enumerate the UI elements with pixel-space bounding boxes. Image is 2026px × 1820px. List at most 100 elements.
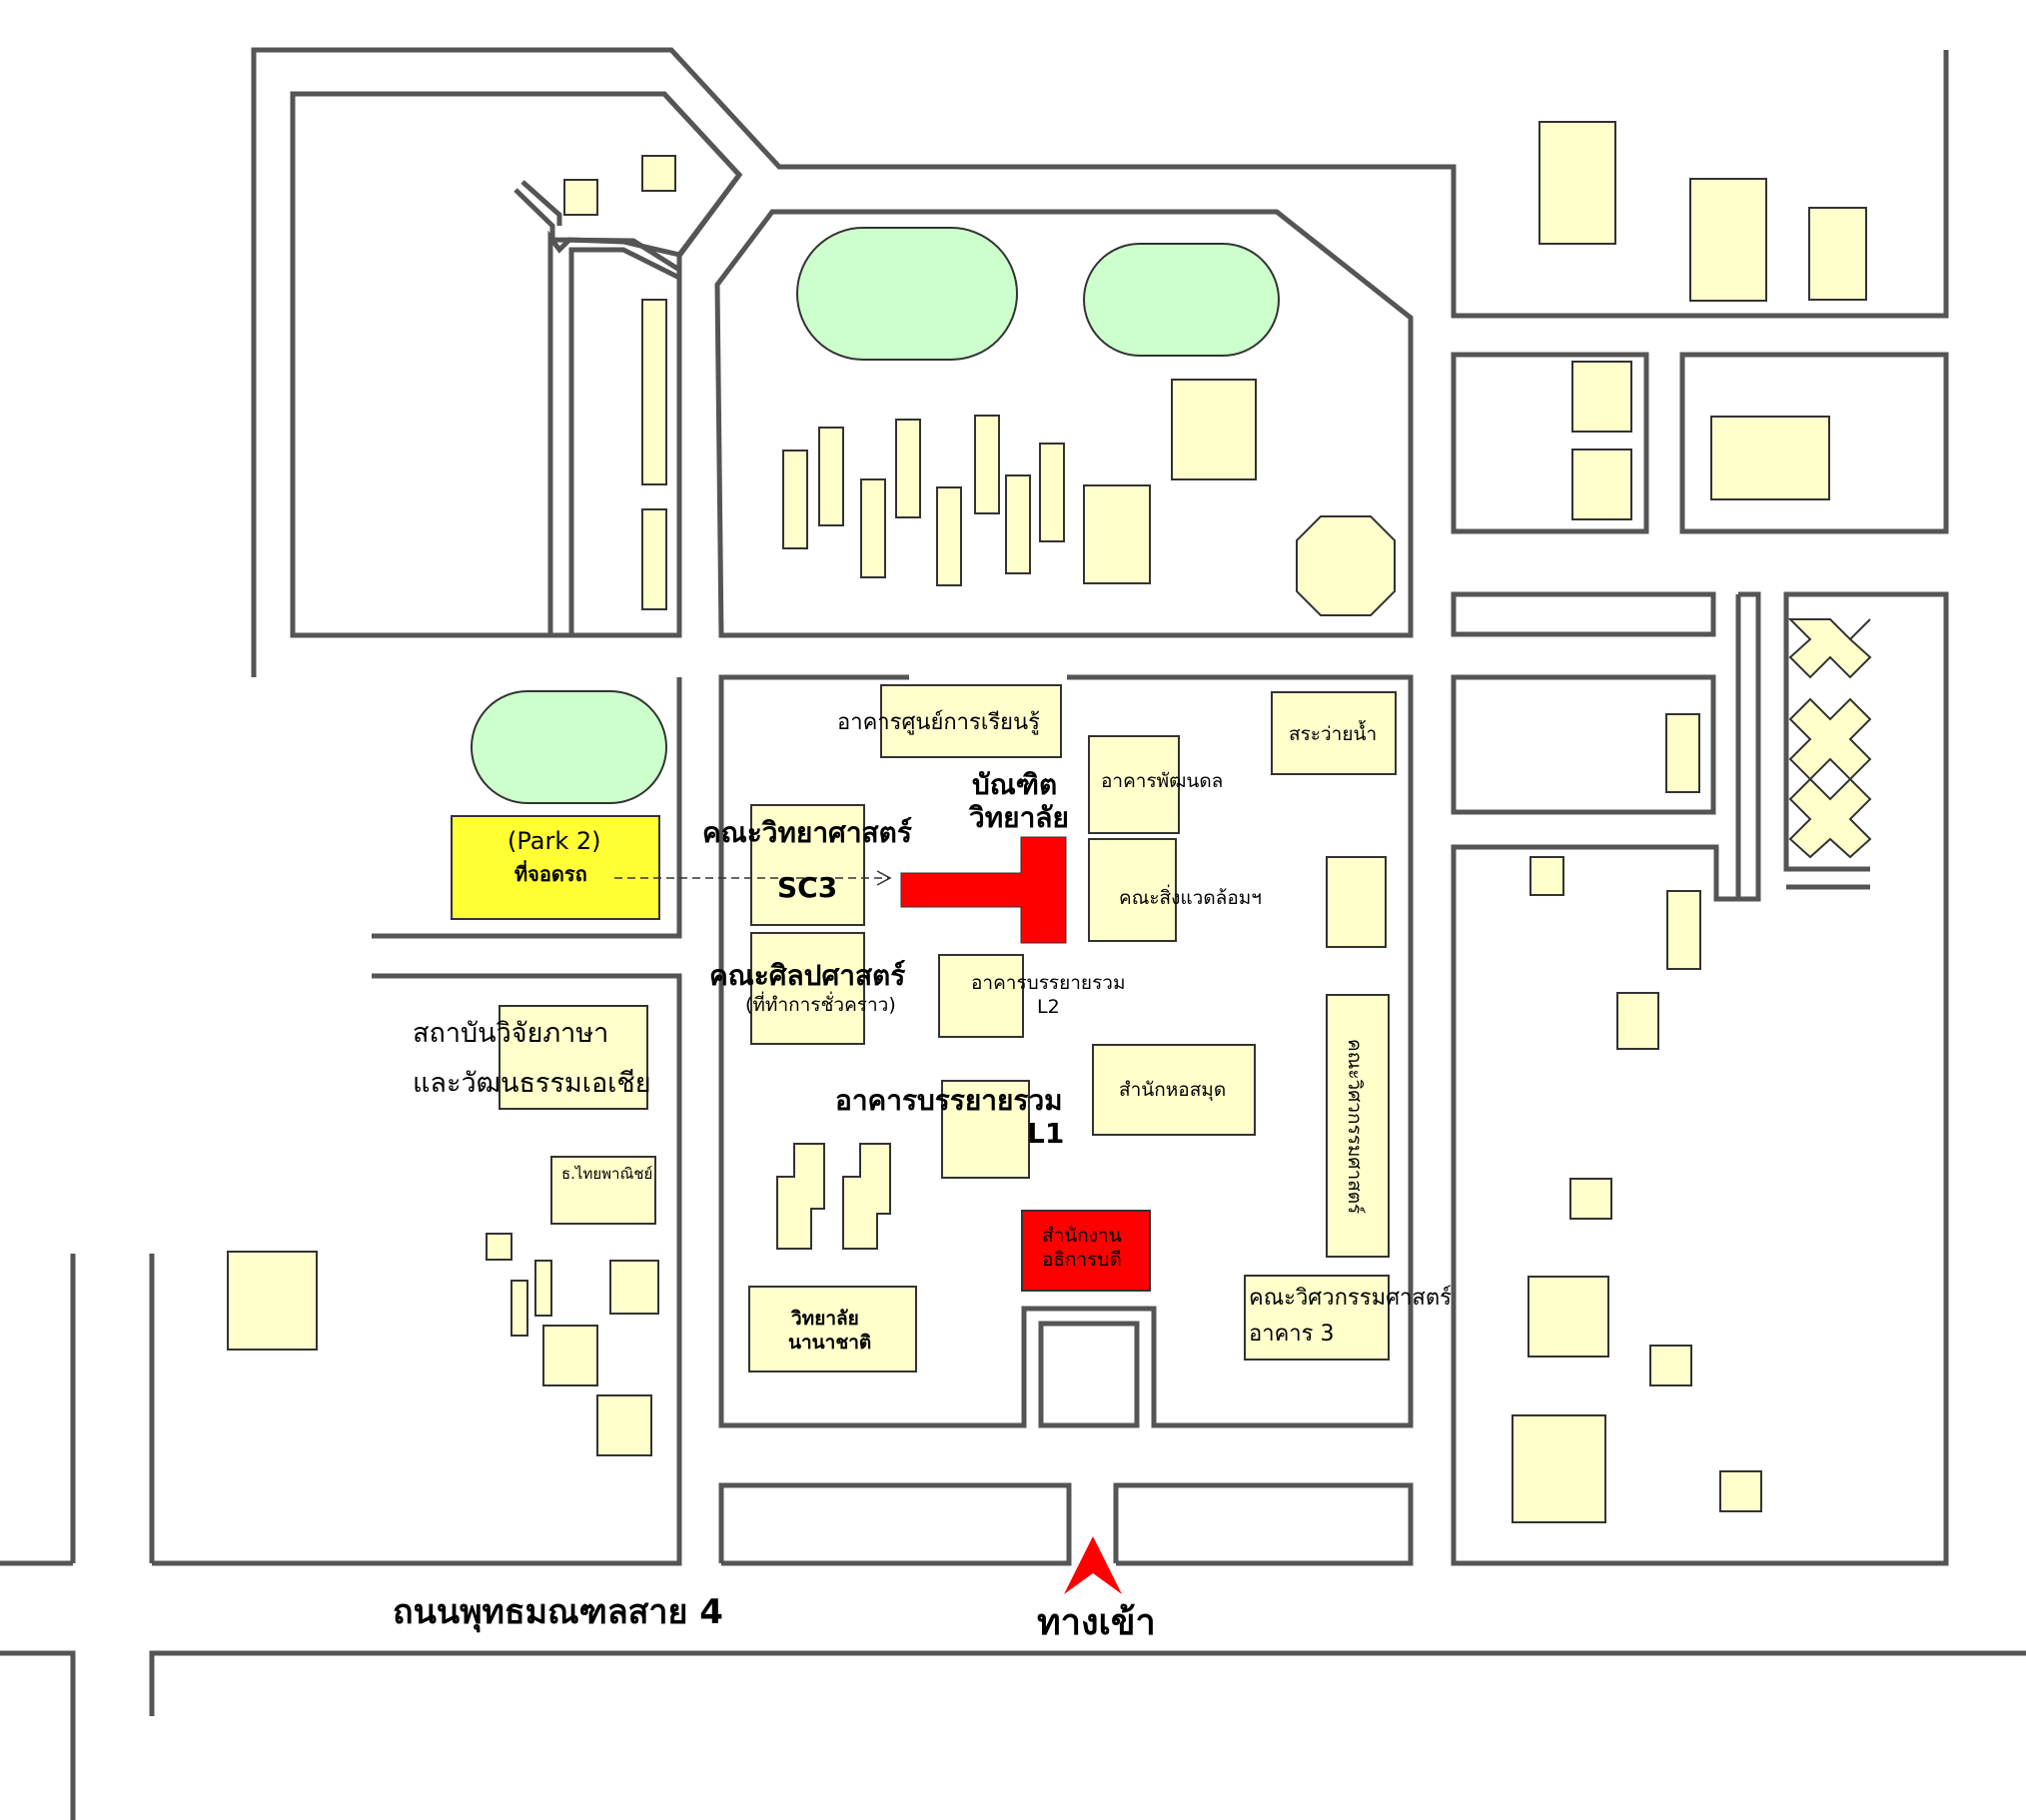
building: [227, 1251, 318, 1351]
lecture-l2-building[interactable]: [938, 954, 1024, 1038]
building: [1719, 1470, 1762, 1512]
building: [596, 1394, 652, 1456]
x-building: [1788, 777, 1872, 859]
label-faculty-science: คณะวิทยาศาสตร์: [702, 816, 912, 849]
building: [563, 179, 598, 216]
label-learning-center: อาคารศูนย์การเรียนรู้: [837, 710, 1040, 735]
faculty-arts-building[interactable]: [750, 932, 865, 1045]
label-road-name: ถนนพุทธมณฑลสาย 4: [393, 1592, 723, 1633]
sports-fields: [471, 227, 1280, 804]
building: [1665, 713, 1700, 793]
building: [1083, 484, 1151, 584]
building: [534, 1260, 552, 1317]
label-lecture-l1-code: L1: [1027, 1117, 1064, 1150]
faculty-science-building[interactable]: [750, 804, 865, 926]
building: [542, 1325, 598, 1386]
dorm: [860, 478, 886, 578]
parking-lot[interactable]: [451, 815, 660, 920]
football-field-small: [1083, 243, 1280, 357]
international-college-building[interactable]: [748, 1286, 917, 1372]
dorm: [818, 427, 844, 526]
road-network: [0, 47, 2026, 1820]
label-lecture-l2-name: อาคารบรรยายรวม: [971, 972, 1125, 994]
block-northwest-outer: [251, 47, 1949, 677]
bank-building[interactable]: [550, 1156, 656, 1225]
label-parking-name: (Park 2): [507, 827, 601, 855]
label-graduate-line2: วิทยาลัย: [968, 801, 1069, 834]
library-building[interactable]: [1092, 1044, 1256, 1136]
main-road-bottom-edge-right: [149, 1650, 2026, 1716]
building: [1569, 1178, 1612, 1220]
label-faculty-arts: คณะศิลปศาสตร์: [709, 959, 905, 992]
dorm: [895, 419, 921, 518]
label-engineering-vertical: คณะวิศวกรรมศาสตร์: [1344, 1039, 1366, 1214]
buildings: [227, 121, 1872, 1523]
learning-center-building[interactable]: [880, 684, 1062, 758]
label-faculty-arts-note: (ที่ทำการชั่วคราว): [745, 991, 896, 1016]
building: [609, 1260, 659, 1315]
front-strip-left: [718, 1482, 1072, 1566]
label-engineering-bldg3-line2: อาคาร 3: [1249, 1322, 1334, 1347]
faculty-environment-building[interactable]: [1088, 838, 1177, 942]
engineering-building-3[interactable]: [1244, 1275, 1390, 1361]
label-international-college-line2: นานาชาติ: [788, 1332, 871, 1354]
building: [510, 1280, 528, 1337]
entrance-arrow-icon: [1064, 1536, 1122, 1594]
building: [776, 1143, 825, 1250]
field-west: [471, 690, 667, 804]
building: [1326, 856, 1387, 948]
building: [1689, 178, 1767, 302]
engineering-building[interactable]: [1326, 994, 1390, 1258]
label-lecture-l1-name: อาคารบรรยายรวม: [835, 1084, 1063, 1117]
dorm: [1005, 474, 1031, 574]
building: [1512, 1414, 1606, 1523]
building: [1171, 379, 1257, 480]
label-international-college-line1: วิทยาลัย: [791, 1308, 859, 1330]
building: [1616, 992, 1659, 1050]
block-east-narrow-road: [1451, 591, 1949, 1566]
graduate-school-building[interactable]: [900, 836, 1067, 944]
block-east-strip-1: [1451, 591, 1716, 637]
building: [1571, 361, 1632, 433]
swimming-pool[interactable]: [1271, 691, 1397, 775]
x-building: [1788, 697, 1872, 781]
dorm: [782, 450, 808, 549]
building: [1527, 1276, 1609, 1358]
label-president-office-line2: อธิการบดี: [1042, 1249, 1122, 1271]
president-office-building[interactable]: [1021, 1210, 1151, 1292]
block-southwest: [152, 973, 682, 1566]
building: [641, 299, 667, 485]
label-lecture-l2-code: L2: [1037, 996, 1060, 1018]
label-swimming-pool: สระว่ายน้ำ: [1289, 720, 1377, 745]
building: [641, 155, 676, 192]
pattanadol-building[interactable]: [1088, 735, 1180, 834]
block-east-strip-2: [1451, 674, 1716, 815]
dorm: [936, 486, 962, 586]
octagon-building: [1296, 515, 1396, 616]
lecture-l1-building[interactable]: [941, 1080, 1030, 1179]
block-west-small-road-2: [520, 180, 562, 226]
block-west-inner: [290, 91, 743, 638]
dorm: [974, 415, 1000, 514]
label-language-institute-line1: สถาบันวิจัยภาษา: [413, 1018, 608, 1049]
dorm: [1039, 443, 1065, 542]
language-institute-building[interactable]: [499, 1005, 648, 1110]
label-engineering-bldg3-line1: คณะวิศวกรรมศาสตร์: [1249, 1286, 1452, 1311]
building: [486, 1233, 512, 1261]
central-gate-inner: [1038, 1321, 1140, 1428]
building: [1666, 890, 1701, 970]
labelled-buildings: [451, 684, 1397, 1372]
block-central-campus: [718, 674, 1414, 1428]
label-library: สำนักหอสมุด: [1119, 1079, 1226, 1102]
building: [1538, 121, 1616, 245]
label-president-office-line1: สำนักงาน: [1042, 1225, 1122, 1247]
front-strip-right: [1113, 1482, 1414, 1566]
label-sc3: SC3: [777, 871, 837, 904]
building: [1649, 1345, 1692, 1386]
football-field-large: [796, 227, 1018, 361]
label-language-institute-line2: และวัฒนธรรมเอเชีย: [413, 1068, 651, 1099]
block-west-parking-road-top: [372, 677, 682, 939]
route-arrow-icon: [876, 870, 892, 886]
x-building: [1787, 618, 1872, 679]
